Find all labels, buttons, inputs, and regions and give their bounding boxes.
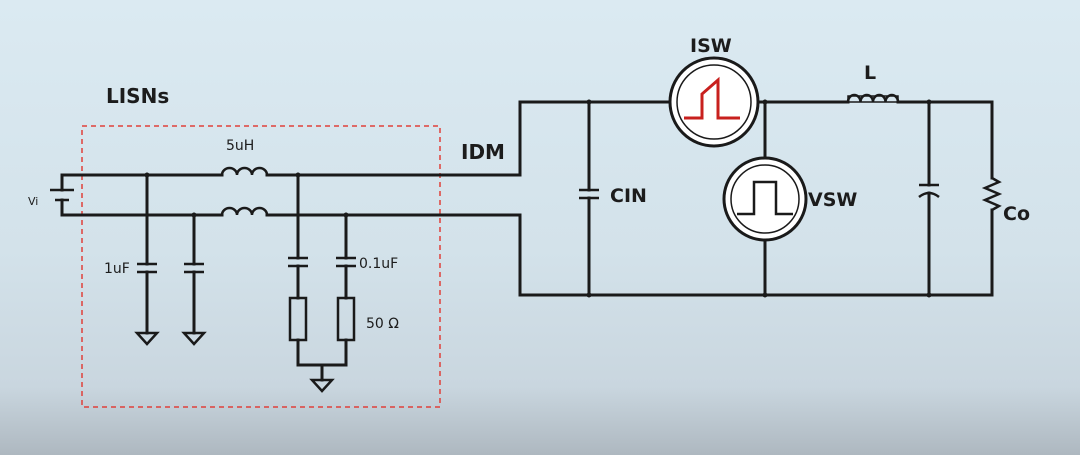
load-co	[981, 100, 1003, 297]
vsw-waveform-icon	[737, 180, 793, 216]
lisn-ground	[296, 363, 348, 393]
output-inductor	[846, 93, 900, 103]
source-label: Vi	[28, 195, 38, 208]
inductor-label: L	[864, 62, 876, 84]
lisn-resistor-label: 50 Ω	[366, 316, 399, 332]
junction-dots	[144, 99, 932, 298]
vsw-meter	[722, 100, 808, 297]
lisn-cap-2	[181, 213, 207, 346]
isw-meter	[668, 56, 760, 148]
cin-capacitor	[579, 100, 599, 297]
isw-label: ISW	[690, 35, 732, 57]
lisn-rc-branch-1	[288, 173, 308, 367]
lisn-boundary-box	[81, 125, 441, 408]
idm-label: IDM	[461, 140, 505, 164]
vsw-label: VSW	[808, 189, 857, 211]
lisn-inductor-bottom	[220, 206, 269, 216]
lisn-small-cap-label: 0.1uF	[359, 256, 398, 272]
lisn-inductor-label: 5uH	[226, 138, 254, 154]
isw-waveform-icon	[684, 76, 740, 120]
lisns-label: LISNs	[106, 84, 169, 108]
power-stage-wiring	[518, 100, 994, 297]
source-vi	[50, 173, 224, 217]
lisn-inductor-top	[220, 166, 269, 176]
lisn-rc-branch-2	[336, 213, 356, 367]
lisn-cap-label: 1uF	[104, 261, 130, 277]
lisn-cap-1	[134, 173, 160, 346]
output-capacitor	[918, 100, 940, 297]
co-label: Co	[1003, 203, 1030, 225]
cin-label: CIN	[610, 185, 647, 207]
